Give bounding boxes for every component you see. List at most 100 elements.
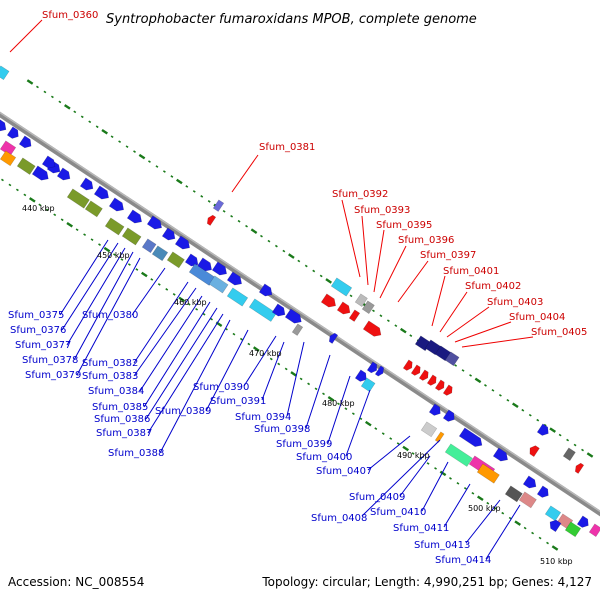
gene-label-sfum-0396[interactable]: Sfum_0396 [398,235,454,246]
genome-backbone-highlight [0,111,600,513]
inner-tick-mark [299,377,303,381]
gene-navy-shape [434,345,452,362]
gene-blue-shape [536,485,549,498]
leader-line-blue [243,335,277,387]
gene-label-sfum-0411[interactable]: Sfum_0411 [393,523,449,534]
gene-blue-shape [226,271,242,286]
inner-tick-mark [113,253,116,256]
gene-label-sfum-0391[interactable]: Sfum_0391 [210,396,266,407]
gene-label-sfum-0376[interactable]: Sfum_0376 [10,325,66,336]
gene-blue [284,308,302,324]
gene-red [434,379,445,391]
gene-blue [374,365,385,377]
gene-blue-shape [18,135,32,149]
gene-red-shape [426,374,437,386]
gene-olive [16,157,36,175]
outer-tick-mark [58,100,62,104]
gene-olive-shape [121,227,142,246]
gene-blue-shape [428,403,441,416]
inner-tick-mark [551,545,559,551]
gene-red-shape [442,384,453,396]
leader-line-red [431,275,446,327]
gene-label-sfum-0398[interactable]: Sfum_0398 [254,424,310,435]
gene-label-sfum-0388[interactable]: Sfum_0388 [108,448,164,459]
gene-label-sfum-0408[interactable]: Sfum_0408 [311,513,367,524]
gene-label-sfum-0401[interactable]: Sfum_0401 [443,266,499,277]
gene-blue-shape [354,369,367,382]
gene-label-sfum-0413[interactable]: Sfum_0413 [414,540,470,551]
gene-label-sfum-0409[interactable]: Sfum_0409 [349,492,405,503]
gene-orange-shape [434,431,445,443]
gene-red [426,374,437,386]
leader-line-red [439,291,468,333]
gene-blue [31,165,49,181]
gene-label-sfum-0386[interactable]: Sfum_0386 [94,414,150,425]
leader-line-blue [131,267,166,316]
outer-tick-mark [260,234,263,238]
gene-label-sfum-0383[interactable]: Sfum_0383 [82,371,138,382]
gene-blue [458,427,483,447]
inner-tick-mark [344,407,348,411]
outer-tick-mark [125,145,129,148]
inner-tick-mark [165,288,169,291]
gene-label-sfum-0400[interactable]: Sfum_0400 [296,452,352,463]
gene-label-sfum-0387[interactable]: Sfum_0387 [96,428,152,439]
genome-summary: Topology: circular; Length: 4,990,251 bp… [261,575,592,589]
leader-line-blue [399,455,431,497]
gene-red-shape [206,214,217,226]
outer-tick-mark [536,418,540,422]
outer-tick-mark [80,115,84,119]
gene-label-sfum-0360[interactable]: Sfum_0360 [42,10,98,21]
gene-label-sfum-0385[interactable]: Sfum_0385 [92,402,148,413]
inner-tick-mark [127,263,131,266]
gene-label-sfum-0410[interactable]: Sfum_0410 [370,507,426,518]
outer-tick-mark [73,110,77,114]
gene-label-sfum-0392[interactable]: Sfum_0392 [332,189,388,200]
gene-green-shape [564,521,582,538]
gene-label-sfum-0404[interactable]: Sfum_0404 [509,312,565,323]
gene-label-sfum-0395[interactable]: Sfum_0395 [376,220,432,231]
outer-tick-mark [237,219,241,223]
gene-label-sfum-0375[interactable]: Sfum_0375 [8,310,64,321]
gene-label-sfum-0377[interactable]: Sfum_0377 [15,340,71,351]
gene-dark-gray [504,485,523,503]
inner-tick-mark [389,437,393,440]
gene-label-sfum-0390[interactable]: Sfum_0390 [193,382,249,393]
outer-tick-mark [312,269,316,273]
leader-line-red [446,306,490,338]
outer-tick-mark [461,369,465,372]
gene-label-sfum-0379[interactable]: Sfum_0379 [25,370,81,381]
inner-tick-mark [83,233,87,237]
gene-blue [126,209,142,224]
gene-cyan [330,277,353,297]
gene-blue [492,447,508,462]
gene-blue-shape [174,235,190,250]
gene-label-sfum-0405[interactable]: Sfum_0405 [531,327,587,338]
gene-red-shape [402,359,413,371]
gene-dark-gray [562,447,576,461]
inner-tick-mark [141,271,148,278]
gene-label-sfum-0380[interactable]: Sfum_0380 [82,310,138,321]
gene-cyan-shape [226,287,249,307]
gene-label-sfum-0389[interactable]: Sfum_0389 [155,406,211,417]
outer-tick-mark [207,200,211,203]
gene-label-sfum-0382[interactable]: Sfum_0382 [82,358,138,369]
gene-label-sfum-0399[interactable]: Sfum_0399 [276,439,332,450]
gene-orange [0,150,17,167]
leader-line-red [361,215,369,286]
gene-blue-shape [492,447,508,462]
gene-label-sfum-0381[interactable]: Sfum_0381 [259,142,315,153]
outer-tick-mark [274,244,278,248]
gene-label-sfum-0384[interactable]: Sfum_0384 [88,386,144,397]
gene-label-sfum-0397[interactable]: Sfum_0397 [420,250,476,261]
inner-tick-mark [38,203,42,207]
gene-label-sfum-0407[interactable]: Sfum_0407 [316,466,372,477]
outer-tick-mark [43,90,47,94]
gene-label-sfum-0414[interactable]: Sfum_0414 [435,555,491,566]
gene-label-sfum-0393[interactable]: Sfum_0393 [354,205,410,216]
gene-label-sfum-0403[interactable]: Sfum_0403 [487,297,543,308]
gene-label-sfum-0402[interactable]: Sfum_0402 [465,281,521,292]
gene-label-sfum-0394[interactable]: Sfum_0394 [235,412,291,423]
gene-label-sfum-0378[interactable]: Sfum_0378 [22,355,78,366]
outer-tick-mark [64,104,71,110]
